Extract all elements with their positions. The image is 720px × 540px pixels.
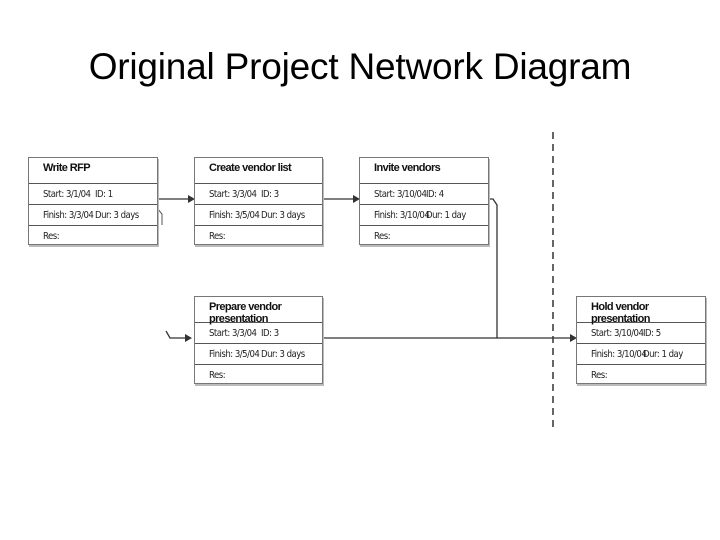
task-row-resource: Res: xyxy=(195,226,322,247)
task-row-resource: Res: xyxy=(29,226,157,247)
task-row-resource: Res: xyxy=(360,226,488,247)
task-node-prepare-vendor-presentation[interactable]: Prepare vendor presentation Start: 3/3/0… xyxy=(194,296,323,384)
arrowhead-3 xyxy=(570,334,577,342)
task-finish: Finish: 3/3/04 xyxy=(43,210,94,221)
task-finish: Finish: 3/5/04 xyxy=(209,349,260,360)
task-start: Start: 3/10/04 xyxy=(374,189,427,200)
diagram-title: Original Project Network Diagram xyxy=(88,46,632,87)
task-start: Start: 3/3/04 xyxy=(209,189,257,200)
task-row-resource: Res: xyxy=(195,365,322,386)
link-invite-vendors-to-hold-presentation xyxy=(488,198,570,339)
arrowhead-2 xyxy=(353,195,360,203)
task-start: Start: 3/10/04 xyxy=(591,328,644,339)
task-finish: Finish: 3/5/04 xyxy=(209,210,260,221)
task-duration: Dur: 3 days xyxy=(261,349,305,360)
link-stub-1 xyxy=(156,207,163,225)
task-id: ID: 5 xyxy=(643,328,661,339)
task-duration: Dur: 1 day xyxy=(426,210,466,221)
task-resource: Res: xyxy=(209,370,226,381)
task-id: ID: 4 xyxy=(426,189,444,200)
task-name: Invite vendors xyxy=(360,158,488,184)
task-finish: Finish: 3/10/04 xyxy=(591,349,647,360)
task-row-start: Start: 3/1/04 ID: 1 xyxy=(29,184,157,205)
task-name: Prepare vendor presentation xyxy=(195,297,322,325)
task-finish: Finish: 3/10/04 xyxy=(374,210,430,221)
task-row-start: Start: 3/3/04 ID: 3 xyxy=(195,323,322,344)
task-start: Start: 3/1/04 xyxy=(43,189,91,200)
task-node-create-vendor-list[interactable]: Create vendor list Start: 3/3/04 ID: 3 Fi… xyxy=(194,157,323,245)
task-name: Create vendor list xyxy=(195,158,322,184)
task-duration: Dur: 3 days xyxy=(261,210,305,221)
task-resource: Res: xyxy=(374,231,391,242)
task-id: ID: 3 xyxy=(261,328,279,339)
task-resource: Res: xyxy=(43,231,60,242)
task-start: Start: 3/3/04 xyxy=(209,328,257,339)
task-name: Write RFP xyxy=(29,158,157,184)
task-resource: Res: xyxy=(209,231,226,242)
task-row-start: Start: 3/3/04 ID: 3 xyxy=(195,184,322,205)
task-id: ID: 1 xyxy=(95,189,113,200)
task-node-write-rfp[interactable]: Write RFP Start: 3/1/04 ID: 1 Finish: 3/3… xyxy=(28,157,158,245)
task-duration: Dur: 3 days xyxy=(95,210,139,221)
task-id: ID: 3 xyxy=(261,189,279,200)
arrowhead-1 xyxy=(188,195,195,203)
arrowhead-4 xyxy=(185,334,192,342)
link-into-prepare-presentation xyxy=(165,330,185,339)
task-name: Hold vendor presentation xyxy=(577,297,705,325)
task-resource: Res: xyxy=(591,370,608,381)
task-duration: Dur: 1 day xyxy=(643,349,683,360)
task-row-resource: Res: xyxy=(577,365,705,386)
